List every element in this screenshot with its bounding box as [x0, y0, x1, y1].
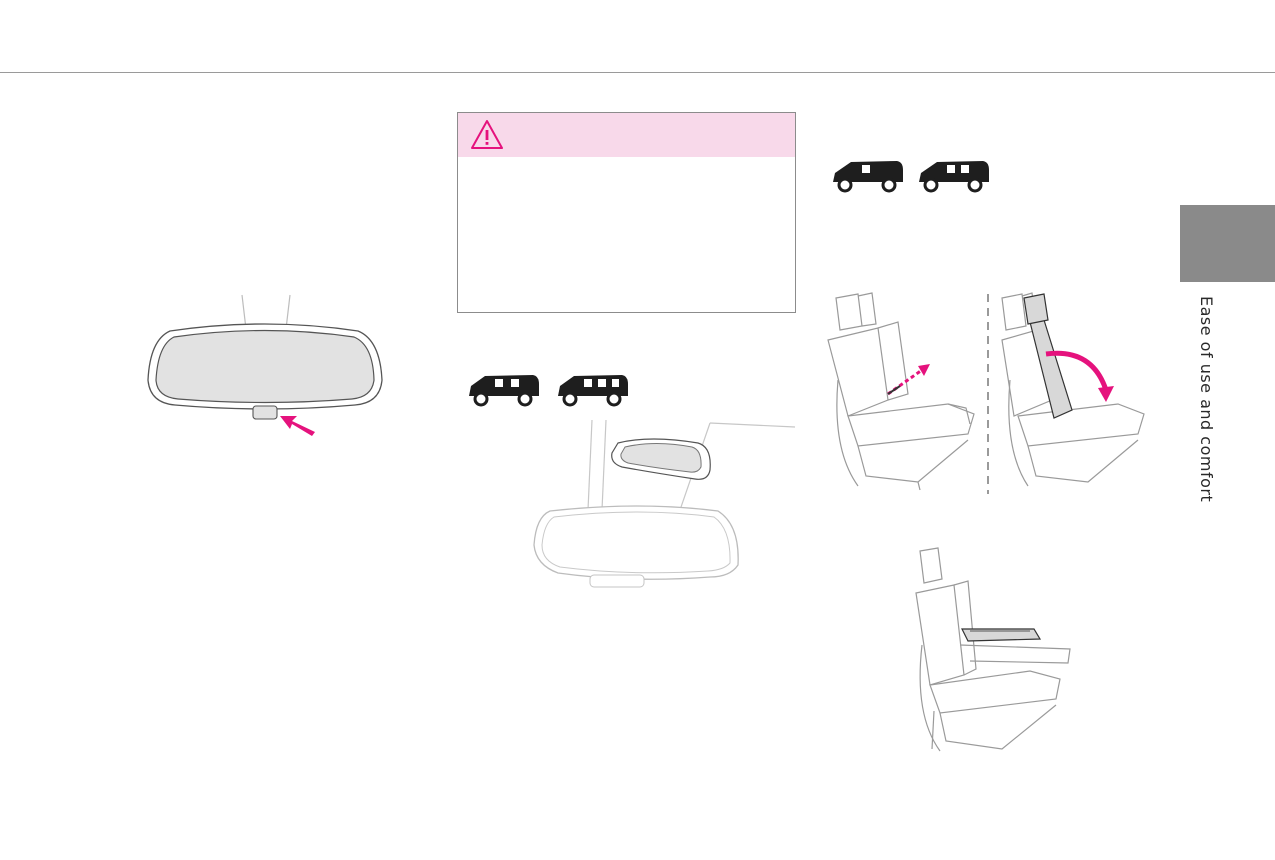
- seat-tray-table-illustration: [915, 547, 1071, 752]
- warning-header: [458, 113, 795, 157]
- seat-backrest-fold-illustration: [827, 292, 1145, 494]
- fold-down-arrow-icon: [1045, 350, 1114, 402]
- van-silhouette-icon: [919, 161, 989, 193]
- section-title: Ease of use and comfort: [1197, 296, 1216, 503]
- section-tab[interactable]: [1180, 205, 1275, 282]
- warning-triangle-icon: [471, 120, 503, 149]
- rear-view-mirror-illustration: [147, 294, 383, 436]
- mpv-silhouette-icon: [469, 375, 539, 407]
- surveillance-mirror-illustration: [533, 419, 796, 588]
- mpv-silhouette-icon: [558, 375, 628, 407]
- warning-box: [457, 112, 796, 313]
- pull-strap-arrow-icon: [887, 364, 930, 396]
- header-rule: [0, 72, 1275, 73]
- van-silhouette-icon: [833, 161, 903, 193]
- press-arrow-icon: [280, 416, 315, 436]
